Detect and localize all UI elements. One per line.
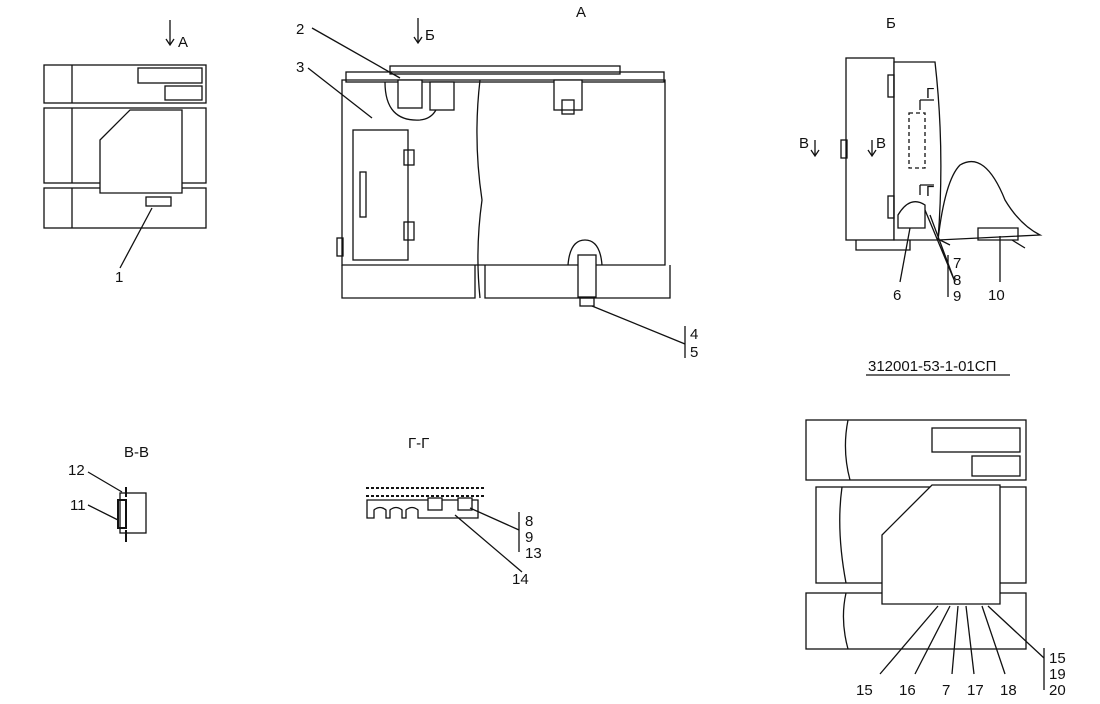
section-g-title: Г-Г <box>408 435 429 452</box>
callout-5: 5 <box>690 344 698 361</box>
document-number: 312001-53-1-01СП <box>868 358 996 375</box>
callout-20: 20 <box>1049 682 1066 699</box>
callout-11: 11 <box>70 497 86 514</box>
arrow-a-label: А <box>178 34 188 51</box>
marker-g-top: Г <box>926 85 934 102</box>
marker-g-bottom: Г <box>926 183 934 200</box>
callout-15b: 15 <box>1049 650 1066 667</box>
callout-18: 18 <box>1000 682 1017 699</box>
arrow-b-label: Б <box>425 27 435 44</box>
plan-view-small <box>43 20 207 269</box>
callout-7b: 7 <box>942 682 950 699</box>
section-v-v <box>87 471 147 542</box>
callout-16: 16 <box>899 682 916 699</box>
side-view <box>810 57 1043 297</box>
callout-1: 1 <box>115 269 123 286</box>
main-view <box>307 18 686 358</box>
callout-3: 3 <box>296 59 304 76</box>
arrow-v-right: В <box>876 135 886 152</box>
callout-8: 8 <box>953 272 961 289</box>
main-view-title: А <box>576 4 586 21</box>
callout-12: 12 <box>68 462 85 479</box>
section-g-g <box>366 487 523 573</box>
callout-14: 14 <box>512 571 529 588</box>
arrow-v-left: В <box>799 135 809 152</box>
callout-8b: 8 <box>525 513 533 530</box>
callout-15: 15 <box>856 682 873 699</box>
callout-9: 9 <box>953 288 961 305</box>
plan-view-large <box>805 419 1045 690</box>
callout-10: 10 <box>988 287 1005 304</box>
callout-17: 17 <box>967 682 984 699</box>
callout-4: 4 <box>690 326 698 343</box>
callout-6: 6 <box>893 287 901 304</box>
callout-2: 2 <box>296 21 304 38</box>
callout-19: 19 <box>1049 666 1066 683</box>
callout-13: 13 <box>525 545 542 562</box>
section-v-title: В-В <box>124 444 149 461</box>
callout-9b: 9 <box>525 529 533 546</box>
callout-7: 7 <box>953 255 961 272</box>
side-view-title: Б <box>886 15 896 32</box>
